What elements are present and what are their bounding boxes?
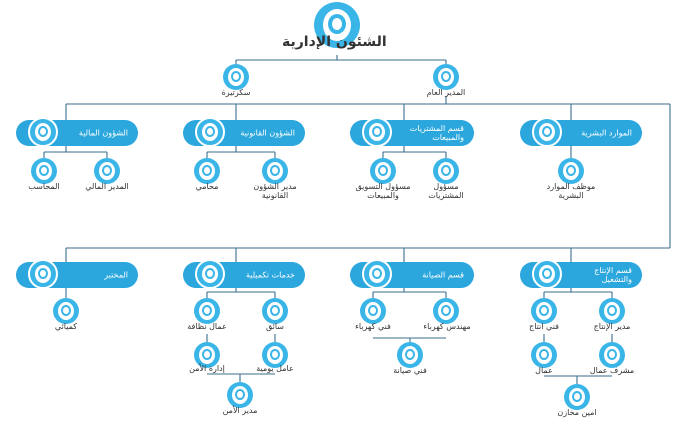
person-icon: [599, 298, 625, 324]
marketing-officer-label: مسؤول التسويق والمبيعات: [355, 182, 411, 200]
person-icon: [558, 158, 584, 184]
dept-purchasing: قسم المشتريات والمبيعات: [350, 117, 474, 147]
person-icon: [362, 259, 392, 289]
person-icon: [223, 64, 249, 90]
person-icon: [262, 158, 288, 184]
dept-purchasing-label: قسم المشتريات والمبيعات: [409, 124, 464, 142]
person-icon: [195, 259, 225, 289]
person-icon: [53, 298, 79, 324]
person-icon: [397, 342, 423, 368]
person-icon: [195, 117, 225, 147]
security-admin-label: إدارة الأمن: [189, 364, 225, 373]
dept-production: قسم الإنتاج والتشغيل: [520, 259, 642, 289]
electrical-engineer-label: مهندس كهرباء: [423, 322, 471, 331]
dept-hr-label: الموارد البشرية: [581, 128, 632, 138]
person-icon: [94, 158, 120, 184]
person-icon: [532, 117, 562, 147]
root-title: الشئون الإدارية: [282, 34, 387, 50]
dept-lab-label: المختبر: [104, 270, 128, 280]
person-icon: [531, 342, 557, 368]
person-icon: [194, 342, 220, 368]
chemist-label: كميائي: [54, 322, 78, 331]
dept-finance: الشؤون المالية: [16, 117, 138, 147]
person-icon: [532, 259, 562, 289]
dept-hr: الموارد البشرية: [520, 117, 642, 147]
person-icon: [599, 342, 625, 368]
dept-legal-label: الشؤون القانونية: [240, 128, 295, 138]
person-icon: [28, 117, 58, 147]
dept-maintenance-label: قسم الصيانة: [422, 270, 464, 280]
cleaner-label: عمال نظافة: [187, 322, 227, 331]
gm-label: المدير العام: [426, 88, 466, 97]
security-manager-label: مدير الأمن: [222, 406, 258, 415]
person-icon: [433, 298, 459, 324]
finance-manager-label: المدير المالي: [85, 182, 129, 191]
person-icon: [194, 158, 220, 184]
purchasing-officer-label: مسؤول المشتريات: [428, 182, 464, 200]
person-icon: [370, 158, 396, 184]
person-icon: [31, 158, 57, 184]
electrician-label: فني كهرباء: [355, 322, 391, 331]
accountant-label: المحاسب: [28, 182, 60, 191]
person-icon: [194, 298, 220, 324]
person-icon: [433, 64, 459, 90]
dept-legal: الشؤون القانونية: [183, 117, 305, 147]
dept-support-label: خدمات تكميلية: [246, 270, 295, 280]
dept-support: خدمات تكميلية: [183, 259, 305, 289]
workers-supervisor-label: مشرف عمال: [589, 366, 635, 375]
person-icon: [227, 382, 253, 408]
dept-maintenance: قسم الصيانة: [350, 259, 474, 289]
person-icon: [28, 259, 58, 289]
legal-manager-label: مدير الشؤون القانونية: [253, 182, 297, 200]
workers-label: عمال: [535, 366, 553, 375]
maintenance-tech-label: فني صيانة: [393, 366, 427, 375]
daily-worker-label: عامل يومية: [256, 364, 294, 373]
dept-production-label: قسم الإنتاج والتشغيل: [594, 266, 632, 284]
person-icon: [362, 117, 392, 147]
dept-finance-label: الشؤون المالية: [78, 128, 128, 138]
dept-lab: المختبر: [16, 259, 138, 289]
warehouse-keeper-label: امين مخازن: [557, 408, 597, 417]
person-icon: [314, 2, 360, 48]
secretary-label: سكرتيرة: [221, 88, 251, 97]
person-icon: [564, 384, 590, 410]
lawyer-label: محامي: [195, 182, 219, 191]
person-icon: [262, 342, 288, 368]
person-icon: [262, 298, 288, 324]
driver-label: سائق: [265, 322, 285, 331]
person-icon: [531, 298, 557, 324]
production-tech-label: فني انتاج: [529, 322, 559, 331]
person-icon: [360, 298, 386, 324]
production-manager-label: مدير الإنتاج: [593, 322, 631, 331]
hr-officer-label: موظف الموارد البشرية: [546, 182, 596, 200]
person-icon: [433, 158, 459, 184]
